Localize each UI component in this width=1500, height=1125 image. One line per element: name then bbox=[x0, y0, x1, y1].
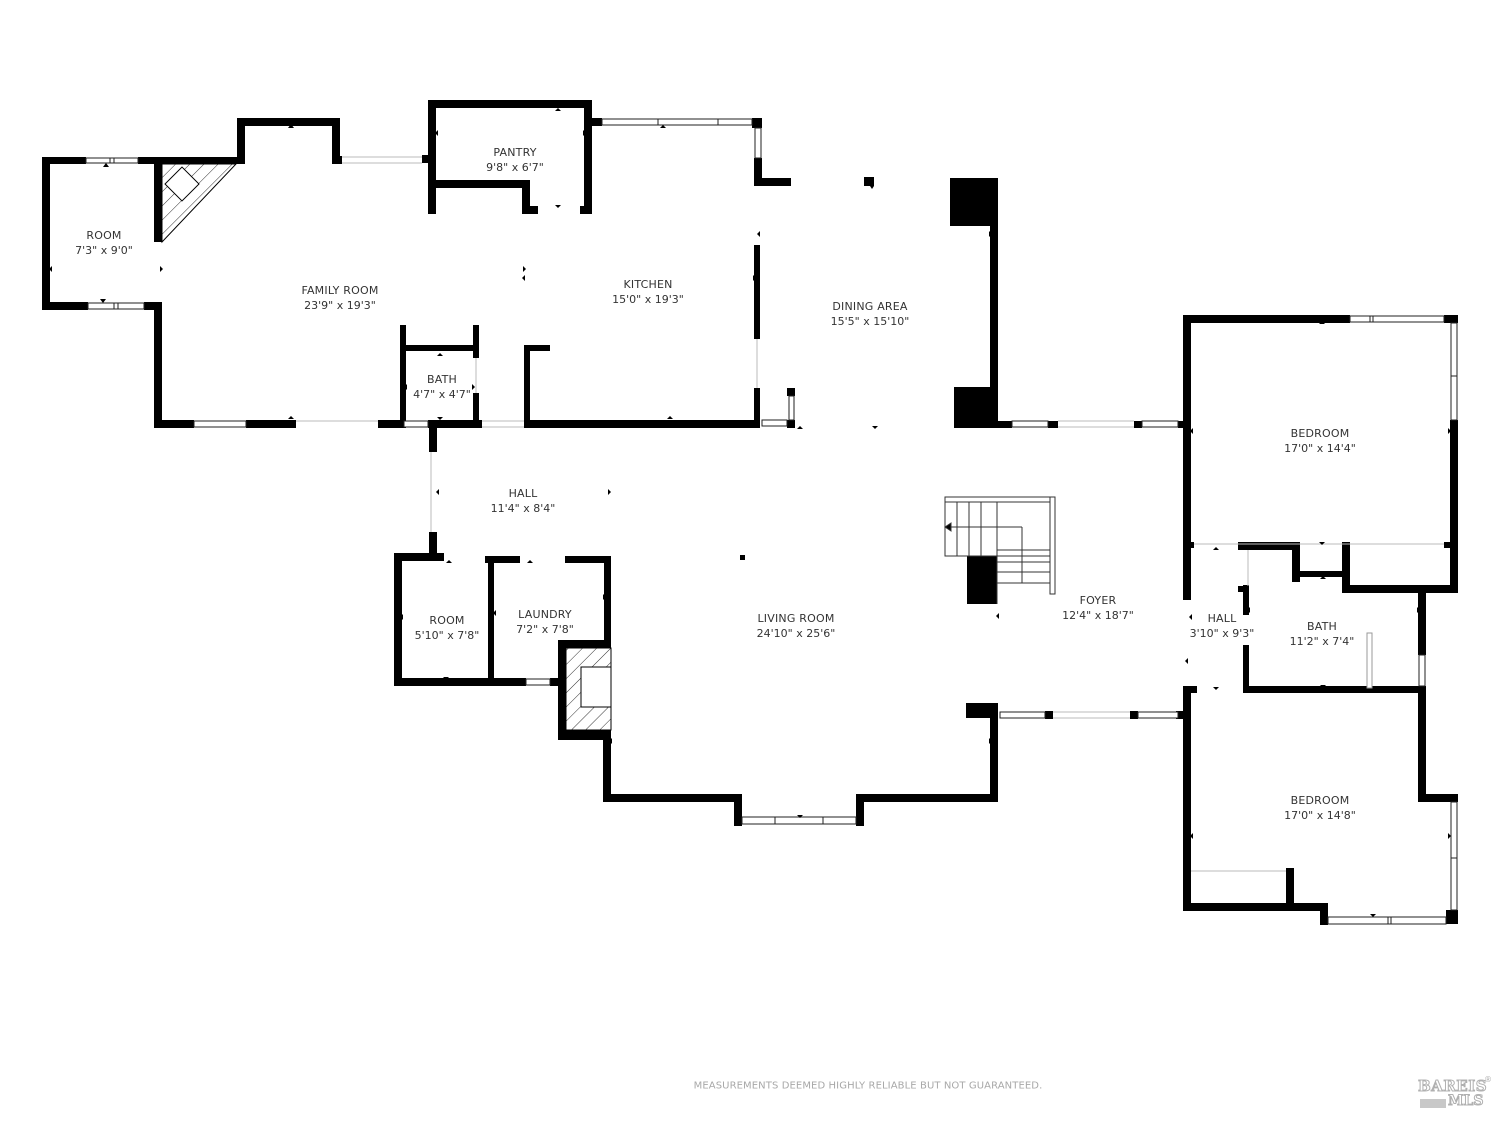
room-dimensions: 11'4" x 8'4" bbox=[490, 502, 556, 515]
room-name: FAMILY ROOM bbox=[301, 284, 379, 297]
registered-mark: ® bbox=[1484, 1075, 1492, 1084]
bareis-mls-logo: BAREIS ® MLS bbox=[1417, 1075, 1492, 1113]
room-name: BEDROOM bbox=[1290, 794, 1350, 807]
room-label-kitchen: KITCHEN 15'0" x 19'3" bbox=[612, 277, 684, 307]
room-dimensions: 9'8" x 6'7" bbox=[486, 161, 544, 174]
window-mullions bbox=[109, 119, 1457, 924]
room-dimensions: 12'4" x 18'7" bbox=[1062, 609, 1134, 622]
room-dimensions: 23'9" x 19'3" bbox=[304, 299, 376, 312]
room-label-hall-east: HALL 3'10" x 9'3" bbox=[1190, 611, 1255, 641]
room-label-bedroom-south: BEDROOM 17'0" x 14'8" bbox=[1284, 793, 1356, 823]
room-label-foyer: FOYER 12'4" x 18'7" bbox=[1062, 593, 1134, 623]
room-dimensions: 17'0" x 14'8" bbox=[1284, 809, 1356, 822]
logo-bar bbox=[1420, 1099, 1446, 1108]
room-name: ROOM bbox=[429, 614, 465, 627]
room-label-dining-area: DINING AREA 15'5" x 15'10" bbox=[831, 299, 910, 329]
room-dimensions: 7'2" x 7'8" bbox=[516, 623, 574, 636]
room-dimensions: 5'10" x 7'8" bbox=[414, 629, 480, 642]
room-dimensions: 17'0" x 14'4" bbox=[1284, 442, 1356, 455]
stair-arrow-icon bbox=[944, 522, 952, 532]
room-dimensions: 3'10" x 9'3" bbox=[1189, 627, 1255, 640]
openings bbox=[296, 156, 1444, 872]
room-name: HALL bbox=[508, 487, 538, 500]
room-label-bath-east: BATH 11'2" x 7'4" bbox=[1290, 619, 1355, 649]
room-dimensions: 4'7" x 4'7" bbox=[413, 388, 471, 401]
room-dimensions: 15'0" x 19'3" bbox=[612, 293, 684, 306]
windows bbox=[85, 118, 1458, 925]
room-dimensions: 11'2" x 7'4" bbox=[1289, 635, 1355, 648]
room-dimensions: 15'5" x 15'10" bbox=[830, 315, 910, 328]
room-name: BATH bbox=[426, 373, 458, 386]
room-name: HALL bbox=[1207, 612, 1237, 625]
logo-text-line2: MLS bbox=[1447, 1093, 1484, 1110]
room-label-bedroom-north: BEDROOM 17'0" x 14'4" bbox=[1284, 426, 1356, 456]
room-name: PANTRY bbox=[493, 146, 537, 159]
room-name: ROOM bbox=[86, 229, 122, 242]
shower-partition bbox=[1366, 632, 1373, 689]
logo-text-line1: BAREIS bbox=[1417, 1077, 1488, 1096]
room-name: DINING AREA bbox=[832, 300, 908, 313]
room-dimensions: 7'3" x 9'0" bbox=[75, 244, 133, 257]
room-name: LAUNDRY bbox=[518, 608, 572, 621]
room-label-room-west: ROOM 7'3" x 9'0" bbox=[75, 228, 133, 258]
room-label-living-room: LIVING ROOM 24'10" x 25'6" bbox=[757, 611, 836, 641]
measurement-disclaimer: MEASUREMENTS DEEMED HIGHLY RELIABLE BUT … bbox=[693, 1080, 1043, 1092]
walls bbox=[42, 100, 1458, 925]
room-label-room-small: ROOM 5'10" x 7'8" bbox=[415, 613, 480, 643]
room-label-hall-west: HALL 11'4" x 8'4" bbox=[491, 486, 556, 516]
room-label-bath-small: BATH 4'7" x 4'7" bbox=[413, 372, 471, 402]
fireplace-family-room bbox=[161, 163, 238, 244]
room-label-laundry: LAUNDRY 7'2" x 7'8" bbox=[516, 607, 574, 637]
room-name: KITCHEN bbox=[623, 278, 673, 291]
room-dimensions: 24'10" x 25'6" bbox=[756, 627, 836, 640]
room-label-family-room: FAMILY ROOM 23'9" x 19'3" bbox=[301, 283, 378, 313]
room-name: BEDROOM bbox=[1290, 427, 1350, 440]
room-name: FOYER bbox=[1079, 594, 1117, 607]
measurement-ticks bbox=[49, 108, 1451, 917]
room-name: LIVING ROOM bbox=[757, 612, 835, 625]
room-name: BATH bbox=[1306, 620, 1338, 633]
room-label-pantry: PANTRY 9'8" x 6'7" bbox=[486, 145, 544, 175]
fireplace-living-room bbox=[565, 647, 612, 731]
staircase bbox=[944, 496, 1056, 604]
